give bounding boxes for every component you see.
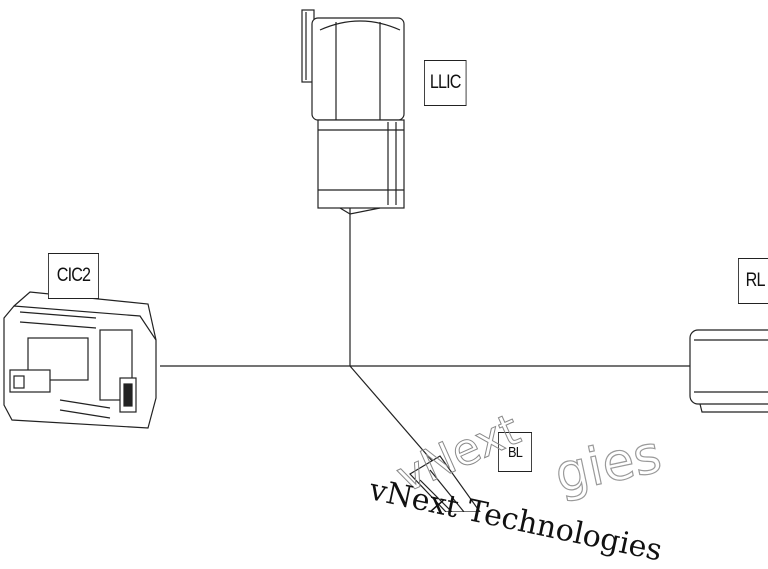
connector-bl (409, 455, 481, 512)
label-bl: BL (498, 432, 532, 472)
wiring-diagram (3, 9, 768, 512)
label-llic: LLIC (424, 60, 467, 106)
label-cic2: CIC2 (48, 253, 99, 299)
connector-rl (689, 329, 768, 413)
label-rl: RL (738, 258, 768, 304)
connector-cic2 (3, 291, 157, 429)
wire-diagonal-to-bl (349, 365, 441, 471)
connector-llic (301, 9, 405, 215)
